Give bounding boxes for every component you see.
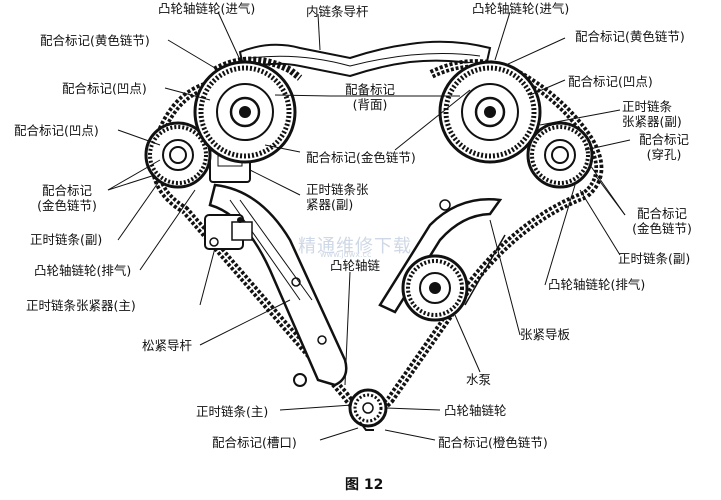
label-mark-gold-left-line1: 配合标记	[41, 183, 92, 198]
label-tension-guide: 张紧导板	[520, 327, 571, 342]
label-tensioner-sub-right-line1: 正时链条	[622, 99, 673, 114]
crank-sprocket	[348, 388, 388, 431]
label-tensioner-sub-right-line2: 张紧器(副)	[622, 114, 682, 129]
label-camshaft-sprocket-exhaust-left: 凸轮轴链轮(排气)	[34, 263, 132, 278]
sprocket-exhaust-left	[144, 121, 212, 189]
sprocket-exhaust-right	[526, 121, 594, 189]
label-crankshaft: 凸轮轴链	[330, 258, 381, 273]
tensioner-main	[204, 214, 253, 250]
label-mark-yellow-link-right: 配合标记(黄色链节)	[575, 29, 685, 44]
label-prep-mark-line2: (背面)	[352, 97, 388, 112]
label-camshaft-sprocket-intake-left: 凸轮轴链轮(进气)	[158, 1, 256, 16]
label-mark-yellow-link-left: 配合标记(黄色链节)	[40, 33, 150, 48]
label-mark-dimple-top-right: 配合标记(凹点)	[568, 74, 653, 89]
label-water-pump: 水泵	[466, 372, 492, 387]
label-prep-mark: 配备标记 (背面)	[340, 82, 400, 112]
label-inner-chain-guide: 内链条导杆	[306, 4, 369, 19]
sprocket-intake-left	[193, 60, 297, 164]
figure-caption: 图 12	[345, 477, 384, 493]
label-camshaft-sprocket-intake-right: 凸轮轴链轮(进气)	[472, 1, 570, 16]
label-tensioner-sub-center-line2: 紧器(副)	[306, 197, 354, 212]
label-timing-chain-sub-left: 正时链条(副)	[30, 232, 103, 247]
label-tensioner-main: 正时链条张紧器(主)	[26, 298, 136, 313]
inner-chain-guide	[238, 40, 492, 78]
label-crank-sprocket: 凸轮轴链轮	[444, 403, 507, 418]
label-mark-gold-link-left: 配合标记 (金色链节)	[22, 183, 112, 213]
label-tensioner-sub-center: 正时链条张 紧器(副)	[306, 182, 369, 212]
sprocket-intake-right	[438, 60, 542, 164]
label-mark-hole-line1: 配合标记	[638, 132, 689, 147]
label-mark-hole: 配合标记 (穿孔)	[632, 132, 696, 162]
label-timing-chain-main: 正时链条(主)	[196, 404, 269, 419]
label-mark-orange-link: 配合标记(橙色链节)	[438, 435, 548, 450]
label-slack-guide: 松紧导杆	[142, 338, 193, 353]
label-mark-dimple-top-left: 配合标记(凹点)	[62, 81, 147, 96]
label-mark-gold-left-line2: (金色链节)	[37, 198, 97, 213]
watermark-url: www.jdwx.cc	[320, 250, 372, 259]
label-tensioner-sub-right: 正时链条 张紧器(副)	[622, 99, 682, 129]
label-mark-gold-link-center: 配合标记(金色链节)	[306, 150, 416, 165]
label-tensioner-sub-center-line1: 正时链条张	[306, 182, 369, 197]
label-mark-gold-right-line1: 配合标记	[636, 206, 687, 221]
label-prep-mark-line1: 配备标记	[344, 82, 395, 97]
label-mark-gold-link-right: 配合标记 (金色链节)	[622, 206, 702, 236]
label-camshaft-sprocket-exhaust-right: 凸轮轴链轮(排气)	[548, 277, 646, 292]
label-mark-hole-line2: (穿孔)	[646, 147, 682, 162]
label-mark-gold-right-line2: (金色链节)	[632, 221, 692, 236]
water-pump-sprocket	[401, 254, 469, 322]
watermark: 精通维修下载	[298, 236, 412, 257]
label-timing-chain-sub-right: 正时链条(副)	[618, 251, 691, 266]
label-mark-slot: 配合标记(槽口)	[212, 435, 297, 450]
label-mark-dimple-left: 配合标记(凹点)	[14, 123, 99, 138]
leader-lines	[107, 11, 631, 441]
